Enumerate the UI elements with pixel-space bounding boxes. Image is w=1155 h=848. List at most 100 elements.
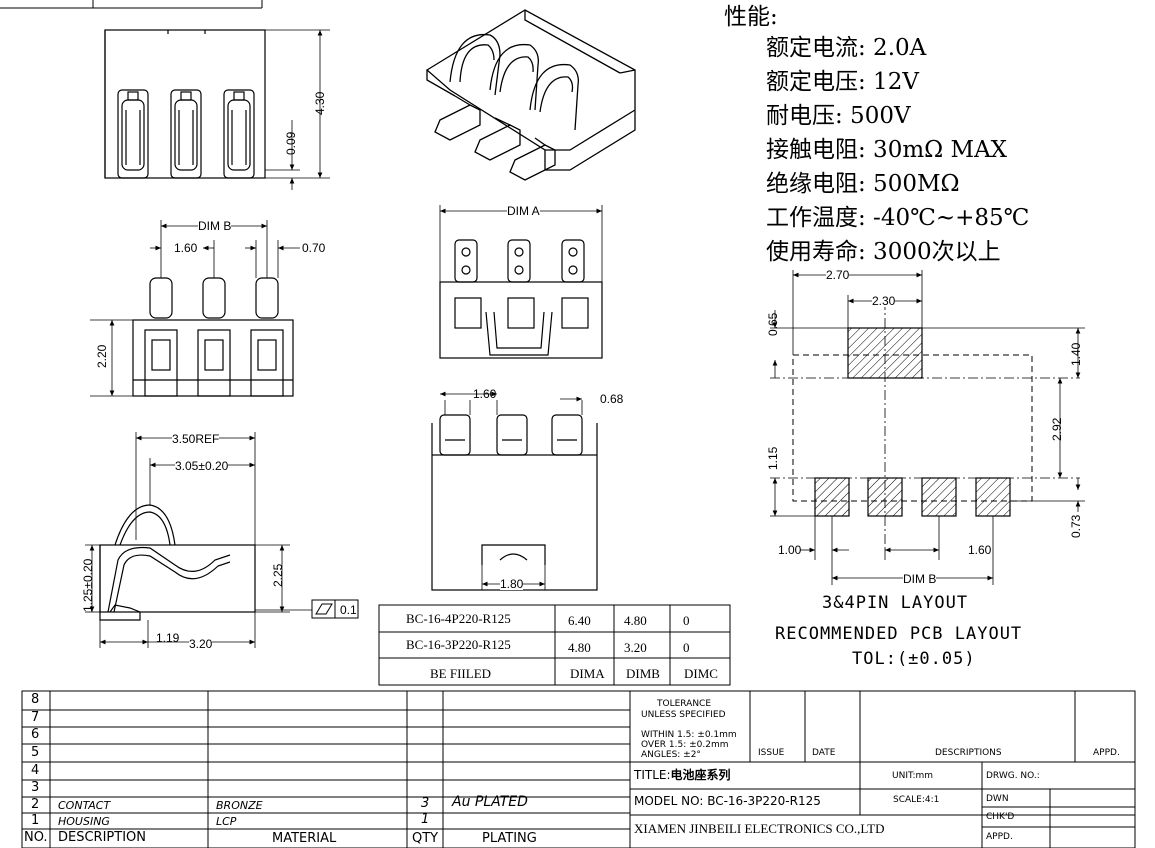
flatness-value: 0.1: [340, 603, 357, 617]
spec-line: 使用寿命: 3000次以上: [766, 239, 1001, 265]
spec-heading: 性能:: [724, 4, 778, 30]
appd-label: APPD.: [1093, 748, 1120, 758]
descriptions-label: DESCRIPTIONS: [935, 748, 1002, 758]
title-block-lines: [21, 690, 1136, 848]
dim-350-ref: 3.50REF: [172, 432, 220, 446]
front-view: [90, 220, 300, 397]
dwn-label: DWN: [986, 794, 1009, 804]
bom-row-number: 4: [31, 763, 40, 778]
dim-table-model: BC-16-4P220-R125: [406, 611, 511, 626]
title-label: TITLE:电池座系列: [634, 768, 731, 782]
pcb-dim-292: 2.92: [1050, 417, 1064, 441]
bom-row-number: 1: [31, 813, 40, 828]
dim-pitch-160-side: 1.60: [473, 387, 497, 401]
bom-qty: 1: [421, 812, 430, 827]
pcb-dim-073: 0.73: [1069, 514, 1083, 538]
dim-table-model: BC-16-3P220-R125: [406, 637, 511, 652]
dim-height-220: 2.20: [95, 344, 109, 368]
bom-row-number: 3: [31, 780, 40, 795]
dim-305: 3.05±0.20: [175, 459, 229, 473]
company-name: XIAMEN JINBEILI ELECTRONICS CO.,LTD: [634, 821, 885, 836]
pcb-recommended-title: RECOMMENDED PCB LAYOUT: [775, 624, 1023, 644]
dim-top-height: 4.30: [313, 91, 327, 115]
bom-material: LCP: [216, 815, 237, 828]
bom-qty: 3: [421, 796, 430, 811]
dim-table-footer-dima: DIMA: [570, 666, 605, 681]
dim-table-lines: [378, 604, 731, 686]
spec-line: 工作温度: -40℃~+85℃: [766, 205, 1030, 231]
pcb-dim-115: 1.15: [766, 446, 780, 470]
dim-068: 0.68: [600, 392, 624, 406]
bom-material: BRONZE: [216, 799, 263, 812]
date-label: DATE: [812, 748, 836, 758]
dim-180: 1.80: [500, 577, 524, 591]
dim-b-label: DIM B: [198, 219, 232, 233]
pcb-dim-230: 2.30: [872, 294, 896, 308]
pcb-layout: [770, 270, 1085, 585]
dim-table-dimb: 4.80: [624, 613, 647, 628]
bom-header-plating: PLATING: [482, 831, 537, 846]
dim-320: 3.20: [189, 637, 213, 651]
corner-box: [0, 0, 263, 9]
spec-line: 额定电流: 2.0A: [766, 35, 927, 61]
side-view: [431, 391, 598, 591]
bom-row-number: 6: [31, 727, 40, 742]
dim-119: 1.19: [156, 631, 180, 645]
bom-header-desc: DESCRIPTION: [58, 830, 146, 845]
dim-table-dimc: 0: [683, 640, 690, 655]
appd2-label: APPD.: [986, 832, 1013, 842]
dim-table-dima: 6.40: [568, 613, 591, 628]
spec-line: 接触电阻: 30mΩ MAX: [766, 137, 1008, 163]
pcb-dim-270: 2.70: [826, 268, 850, 282]
dim-070: 0.70: [302, 241, 326, 255]
model-number: MODEL NO: BC-16-3P220-R125: [634, 794, 821, 808]
bom-header-no: NO.: [24, 830, 48, 845]
dim-pitch-160: 1.60: [174, 241, 198, 255]
dim-225: 2.25: [271, 563, 285, 587]
top-view: [104, 29, 330, 190]
pcb-dim-065: 0.65: [766, 312, 780, 336]
spec-line: 绝缘电阻: 500MΩ: [766, 171, 960, 197]
bom-row-number: 7: [31, 710, 40, 725]
spec-line: 耐电压: 500V: [766, 103, 911, 129]
bom-row-number: 5: [31, 745, 40, 760]
bom-plating: Au PLATED: [452, 794, 528, 810]
pcb-dim-140: 1.40: [1069, 342, 1083, 366]
pcb-tolerance: TOL:(±0.05): [852, 649, 976, 669]
iso-view: [425, 9, 636, 181]
bom-desc: HOUSING: [58, 815, 110, 828]
dim-table-footer-dimb: DIMB: [626, 666, 660, 681]
bom-desc: CONTACT: [58, 799, 111, 812]
bom-row-number: 8: [31, 692, 40, 707]
section-view: [85, 432, 359, 648]
drwg-label: DRWG. NO.:: [986, 771, 1040, 781]
title-value: 电池座系列: [670, 768, 731, 782]
tolerance-title: TOLERANCE: [657, 699, 712, 709]
dim-table-footer-label: BE FIILED: [430, 666, 492, 681]
dim-table-dima: 4.80: [568, 640, 591, 655]
dim-top-small: 0.09: [284, 131, 298, 155]
mid-front-view: [439, 205, 603, 359]
bom-header-qty: QTY: [412, 831, 439, 846]
tolerance-sub: UNLESS SPECIFIED: [641, 710, 726, 720]
dim-table-dimc: 0: [683, 613, 690, 628]
pcb-dim-100: 1.00: [778, 543, 802, 557]
tolerance-angles: ANGLES: ±2°: [641, 750, 701, 760]
bom-header-material: MATERIAL: [272, 831, 337, 846]
unit-label: UNIT:mm: [892, 771, 934, 781]
pcb-layout-title: 3&4PIN LAYOUT: [822, 593, 969, 613]
tolerance-within: WITHIN 1.5: ±0.1mm: [641, 730, 737, 740]
chkd-label: CHK'D: [986, 812, 1015, 822]
dim-table-footer-dimc: DIMC: [684, 666, 718, 681]
issue-label: ISSUE: [758, 748, 785, 758]
pcb-dim-b: DIM B: [903, 572, 937, 586]
pcb-dim-160: 1.60: [968, 543, 992, 557]
dim-a-label: DIM A: [507, 204, 540, 218]
dim-table-dimb: 3.20: [624, 640, 647, 655]
tolerance-over: OVER 1.5: ±0.2mm: [641, 740, 729, 750]
dim-125: 1.25±0.20: [81, 558, 95, 612]
spec-line: 额定电压: 12V: [766, 69, 919, 95]
bom-row-number: 2: [31, 797, 40, 812]
scale-label: SCALE:4:1: [893, 795, 940, 805]
